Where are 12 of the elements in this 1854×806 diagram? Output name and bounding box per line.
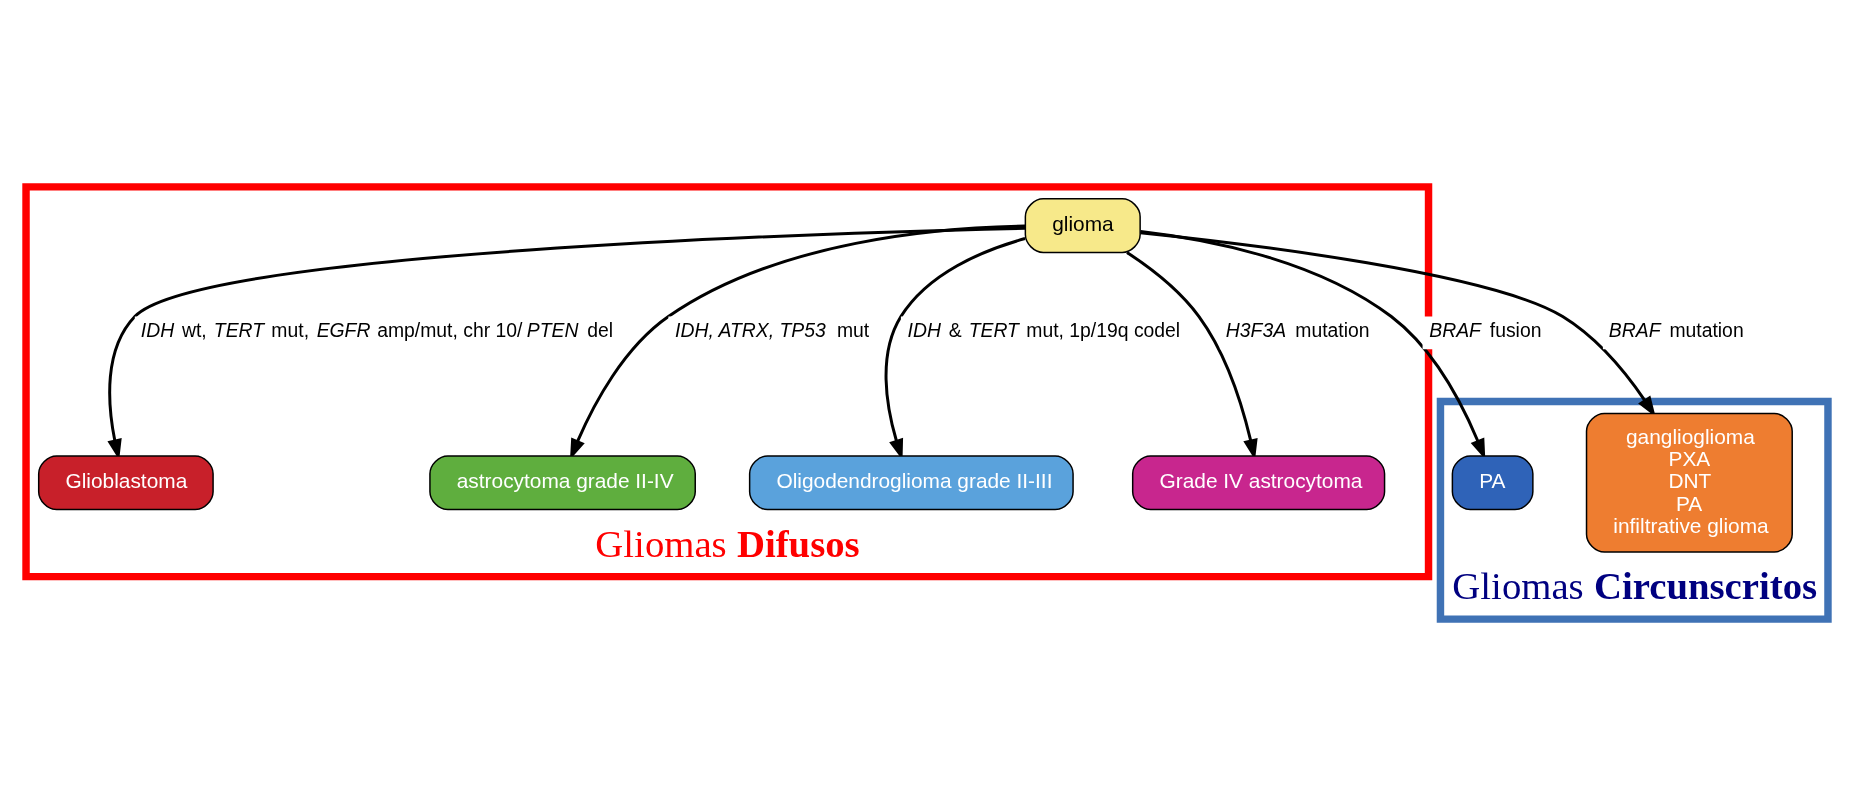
edge-label: IDH, ATRX, TP53 mut <box>675 318 870 341</box>
node-box: astrocytoma grade II-IV <box>429 455 696 511</box>
node-box: PA <box>1451 455 1534 511</box>
edge-label: BRAF mutation <box>1608 318 1744 341</box>
node-box: glioma <box>1024 198 1141 254</box>
node-box: Oligodendroglioma grade II-III <box>748 455 1074 511</box>
node-box: ganglioglioma PXA DNT PA infiltrative glioma <box>1585 412 1793 553</box>
edge-label: IDH & TERT mut, 1p/19q codel <box>907 318 1181 341</box>
edge-label: IDH wt, TERT mut, EGFR amp/mut, chr 10/PTEN del <box>140 318 614 341</box>
node-box: Glioblastoma <box>37 455 214 511</box>
node-box: Grade IV astrocytoma <box>1131 455 1386 511</box>
edge-label: H3F3A mutation <box>1225 318 1370 341</box>
